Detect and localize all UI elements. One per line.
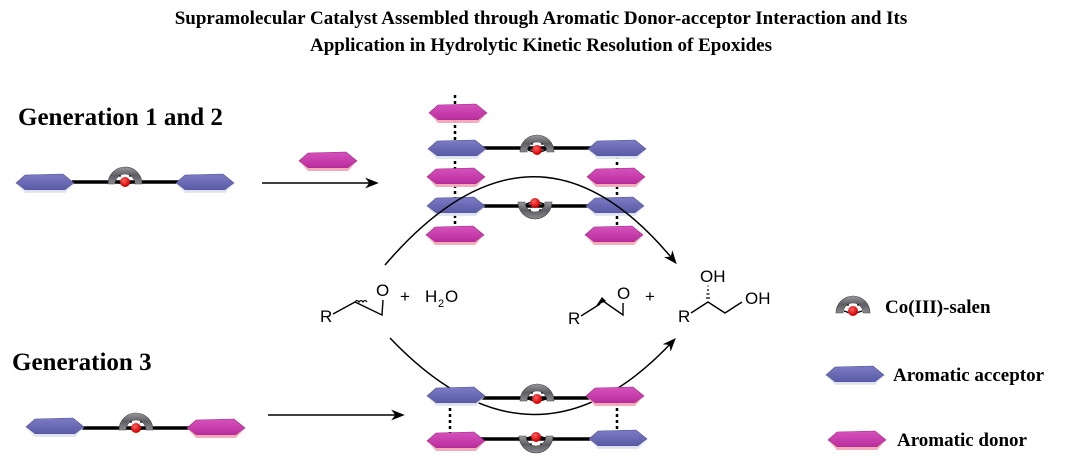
- salen-unit: [118, 412, 154, 434]
- donor-hexagon: [585, 386, 645, 407]
- svg-text:Aromatic acceptor: Aromatic acceptor: [893, 365, 1045, 386]
- acceptor-legend-icon: [825, 365, 885, 386]
- acceptor-hexagon: [587, 139, 647, 160]
- catalytic-cycle-arc-top: [384, 176, 677, 266]
- acceptor-hexagon: [426, 386, 486, 407]
- salen-unit: [517, 197, 553, 220]
- svg-text:O: O: [617, 284, 630, 303]
- generation-1-2-label: Generation 1 and 2: [18, 104, 223, 131]
- water: H 2 O: [425, 287, 458, 310]
- acceptor-hexagon: [588, 429, 648, 450]
- title-line-2: Application in Hydrolytic Kinetic Resolu…: [310, 35, 772, 56]
- svg-text:R: R: [678, 307, 690, 326]
- donor-hexagon: [426, 167, 486, 188]
- catalytic-cycle-arc-bottom: [389, 337, 676, 416]
- salen-unit: [519, 383, 555, 405]
- donor-hexagon: [586, 167, 646, 188]
- gen12-monomer: [15, 166, 235, 194]
- donor-hexagon: [584, 225, 644, 246]
- donor-hexagon: [186, 418, 246, 439]
- svg-text:OH: OH: [745, 289, 771, 308]
- plus-sign: +: [400, 287, 410, 306]
- reactant-r-label: R: [320, 307, 332, 326]
- acceptor-hexagon: [15, 173, 75, 194]
- svg-text:O: O: [445, 287, 458, 306]
- svg-text:OH: OH: [700, 267, 726, 286]
- gen12-supramolecular-stack: [425, 95, 647, 246]
- legend-item-salen: Co(III)-salen: [835, 295, 991, 318]
- generation-3-label: Generation 3: [12, 349, 152, 376]
- svg-text:R: R: [568, 309, 580, 328]
- salen-unit: [107, 166, 143, 188]
- donor-hexagon: [425, 225, 485, 246]
- acceptor-hexagon: [585, 196, 645, 217]
- salen-legend-icon: [835, 295, 871, 317]
- legend-item-acceptor: Aromatic acceptor: [825, 365, 1045, 386]
- enantioenriched-epoxide: R O: [568, 284, 630, 328]
- acceptor-hexagon: [427, 139, 487, 160]
- donor-reagent-hexagon: [298, 151, 358, 172]
- donor-legend-icon: [827, 430, 887, 451]
- salen-unit: [519, 134, 555, 156]
- acceptor-hexagon: [175, 173, 235, 194]
- acceptor-hexagon: [426, 196, 486, 217]
- svg-text:Aromatic donor: Aromatic donor: [897, 430, 1028, 451]
- svg-text:H: H: [425, 287, 437, 306]
- svg-text:Co(III)-salen: Co(III)-salen: [885, 297, 991, 318]
- acceptor-hexagon: [25, 417, 85, 438]
- racemic-epoxide: R O: [320, 281, 389, 326]
- plus-sign: +: [645, 287, 655, 306]
- svg-text:2: 2: [438, 298, 444, 310]
- legend-item-donor: Aromatic donor: [827, 430, 1028, 451]
- gen3-supramolecular-dimer: [426, 383, 648, 454]
- gen3-monomer: [25, 412, 246, 439]
- donor-hexagon: [426, 431, 486, 452]
- salen-unit: [518, 431, 554, 454]
- title-line-1: Supramolecular Catalyst Assembled throug…: [175, 8, 908, 29]
- reactant-o-label: O: [376, 281, 389, 300]
- legend: Co(III)-salen Aromatic acceptor Aromatic…: [825, 295, 1045, 451]
- diol-product: R OH OH: [678, 267, 771, 326]
- donor-hexagon: [428, 103, 488, 124]
